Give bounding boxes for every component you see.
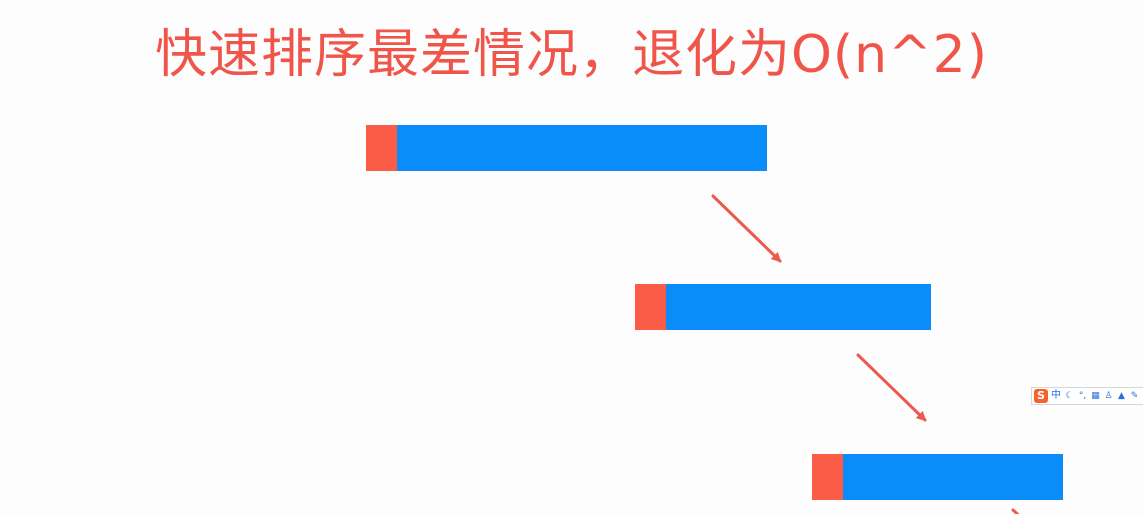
sogou-logo-icon[interactable]: S	[1034, 389, 1048, 403]
user-icon[interactable]: ♙	[1104, 391, 1113, 401]
ime-toolbar[interactable]: S 中 ☾ °, ▦ ♙ ▲ ✎	[1031, 387, 1143, 405]
language-toggle[interactable]: 中	[1051, 390, 1061, 401]
remaining-block	[397, 125, 767, 171]
page-title: 快速排序最差情况，退化为O(n^2)	[154, 25, 989, 85]
wrench-icon[interactable]: ✎	[1130, 391, 1139, 401]
arrow-down-right-icon	[1011, 508, 1020, 514]
array-bar-1	[366, 125, 767, 171]
punctuation-icon[interactable]: °,	[1078, 391, 1087, 401]
arrow-down-right-icon	[711, 194, 782, 263]
pivot-block	[366, 125, 397, 171]
pivot-block	[812, 454, 843, 500]
keyboard-icon[interactable]: ▦	[1091, 391, 1100, 401]
skin-icon[interactable]: ▲	[1118, 391, 1125, 401]
arrow-down-right-icon	[856, 353, 927, 422]
pivot-block	[635, 284, 666, 330]
remaining-block	[843, 454, 1063, 500]
array-bar-3	[812, 454, 1063, 500]
array-bar-2	[635, 284, 931, 330]
moon-icon[interactable]: ☾	[1065, 391, 1074, 401]
remaining-block	[666, 284, 931, 330]
